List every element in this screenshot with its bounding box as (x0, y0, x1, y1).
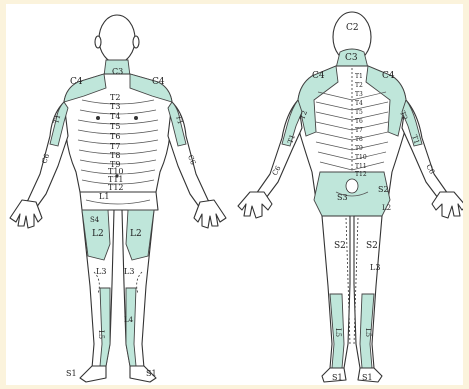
label-front-trunk-2: T4 (110, 112, 120, 121)
dermatome-diagram: C3 C4 C4 T2 T3 T4 T5 T6 T7 T8 T9 T10 T11… (6, 4, 463, 385)
label-back-thigh-right: S2 (366, 241, 378, 251)
label-back-spine-9: T10 (355, 154, 367, 161)
label-front-thigh-right: L2 (130, 229, 142, 239)
label-front-knee-right: L3 (124, 267, 134, 276)
label-back-spine-7: T8 (355, 136, 363, 143)
label-front-foot-right: S1 (146, 369, 157, 378)
label-back-neck: C3 (345, 53, 358, 63)
label-front-thigh-left: L2 (92, 229, 104, 239)
front-hand-right (194, 200, 226, 228)
label-back-spine-8: T9 (355, 145, 363, 152)
back-body-figure (238, 12, 463, 382)
label-front-trunk-4: T6 (110, 132, 120, 141)
label-back-foot-left: S1 (332, 373, 343, 382)
back-hand-left (238, 192, 272, 218)
label-back-spine-11: T12 (355, 171, 367, 178)
label-back-spine-1: T2 (355, 82, 363, 89)
label-front-trunk-0: T2 (110, 93, 120, 102)
front-shin-left-dermatome (100, 288, 110, 366)
label-back-shoulder-right: C4 (382, 71, 395, 81)
label-back-spine-4: T5 (355, 109, 363, 116)
label-front-shin-right: L4 (124, 316, 134, 324)
label-back-spine-2: T3 (355, 91, 363, 98)
label-front-trunk-6: T8 (110, 151, 120, 160)
label-back-buttock-left: S3 (337, 193, 348, 202)
label-back-knee: L3 (370, 263, 380, 272)
label-front-knee-left: L3 (96, 267, 106, 276)
label-back-thigh-left: S2 (334, 241, 346, 251)
label-back-head: C2 (346, 23, 359, 33)
label-back-leg-left: L5 (334, 328, 342, 337)
front-hand-left (10, 200, 42, 228)
label-back-spine-10: T11 (355, 163, 367, 170)
label-front-trunk-3: T5 (110, 122, 120, 131)
label-back-spine-3: T4 (355, 100, 363, 107)
front-shin-right-dermatome (126, 288, 136, 366)
label-front-trunk-5: T7 (110, 142, 120, 151)
label-back-spine-5: T6 (355, 118, 363, 125)
label-back-foot-right: S1 (362, 373, 373, 382)
label-front-foot-left: S1 (66, 369, 77, 378)
label-front-groin-0: L1 (99, 192, 109, 201)
label-front-neck: C3 (112, 67, 123, 76)
label-back-lumbar: L2 (382, 204, 391, 212)
label-front-shoulder-left: C4 (70, 77, 83, 87)
label-back-leg-right: L5 (364, 328, 372, 337)
label-back-buttock-right: S2 (378, 185, 389, 194)
label-front-groin-1: S4 (90, 216, 100, 224)
label-back-spine-6: T7 (355, 127, 363, 134)
label-back-spine-0: T1 (355, 73, 363, 80)
label-front-trunk-1: T3 (110, 102, 120, 111)
front-head (99, 15, 135, 63)
label-front-shin-left: L5 (97, 330, 105, 339)
label-front-trunk-10: T12 (108, 183, 124, 192)
label-front-shoulder-right: C4 (152, 77, 165, 87)
label-back-shoulder-left: C4 (312, 71, 325, 81)
figure-frame: C3 C4 C4 T2 T3 T4 T5 T6 T7 T8 T9 T10 T11… (6, 4, 463, 385)
front-foot-left (80, 366, 106, 382)
